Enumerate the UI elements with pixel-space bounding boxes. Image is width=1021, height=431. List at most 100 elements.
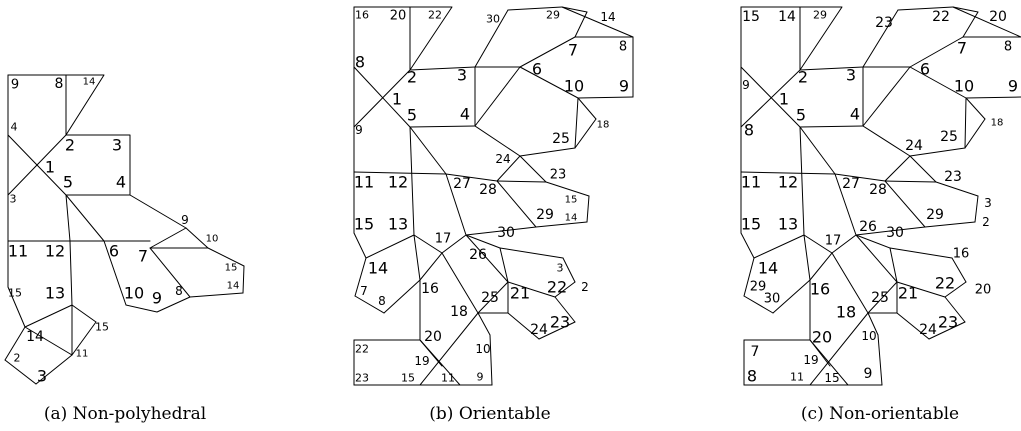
panel-b-face-label: 12 (388, 173, 408, 192)
panel-b-face-label: 18 (597, 120, 610, 131)
panel-a-face-label: 8 (175, 284, 183, 298)
panel-c-face-label: 9 (742, 78, 750, 92)
panel-a-face-label: 6 (109, 242, 119, 261)
panel-c-face-label: 29 (750, 280, 767, 295)
panel-b-face-label: 30 (486, 13, 500, 26)
panel-c-face-label: 2 (982, 215, 990, 229)
panel-b-face-label: 17 (435, 232, 452, 247)
panel-c-face-label: 23 (944, 169, 962, 185)
panel-c-face-label: 8 (1004, 40, 1012, 55)
panel-b-face-label: 23 (550, 313, 570, 332)
panel-c-face-label: 24 (919, 322, 937, 338)
panel-b-edges (353, 6, 634, 386)
panel-c-face-label: 17 (825, 234, 842, 249)
panel-c-face-label: 28 (869, 182, 887, 198)
panel-b-face-label: 23 (550, 168, 567, 183)
panel-c-face-label: 10 (954, 77, 974, 96)
panel-a-face-label: 15 (225, 263, 238, 274)
panel-c-face-label: 7 (957, 39, 967, 58)
panel-b-face-label: 16 (355, 9, 369, 22)
panel-a-face-label: 11 (76, 349, 89, 360)
panel-a-face-label: 3 (112, 136, 122, 155)
panel-c-face-label: 16 (953, 247, 970, 262)
panel-a-face-label: 10 (124, 284, 144, 303)
panel-b-face-label: 21 (510, 284, 530, 303)
panel-b-face-label: 3 (457, 66, 467, 85)
panel-a-face-label: 9 (11, 78, 19, 93)
panel-c-face-label: 20 (975, 283, 992, 298)
panel-b-face-label: 22 (428, 9, 442, 22)
panel-a-face-label: 9 (152, 289, 162, 308)
panel-c-face-label: 13 (778, 215, 798, 234)
panel-c-face-label: 3 (984, 196, 992, 210)
panel-a-face-label: 14 (227, 281, 240, 292)
panel-c-face-label: 7 (751, 344, 760, 360)
panel-b-face-label: 15 (401, 372, 415, 385)
panel-b-face-label: 10 (564, 77, 584, 96)
panel-a-face-label: 7 (138, 247, 148, 266)
panel-a-face-label: 11 (8, 242, 28, 261)
panel-b-face-label: 15 (354, 215, 374, 234)
panel-c-face-label: 16 (810, 280, 830, 299)
panel-a-face-label: 4 (11, 121, 18, 134)
panel-c-face-label: 9 (1008, 77, 1018, 96)
panel-b-face-label: 29 (546, 9, 560, 22)
panel-b-face-label: 7 (360, 284, 368, 298)
panel-b-face-label: 16 (421, 281, 439, 297)
panel-b-face-label: 24 (530, 322, 548, 338)
panel-a-face-label: 3 (37, 367, 47, 386)
panel-c-face-label: 29 (813, 9, 827, 22)
panel-a-face-label: 14 (83, 77, 96, 88)
panel-c-edges (740, 6, 1021, 386)
panel-b-face-label: 25 (552, 131, 570, 147)
panel-b-face-label: 20 (424, 329, 442, 345)
panel-b-face-label: 29 (536, 207, 554, 223)
panel-b-face-label: 1 (392, 90, 402, 109)
panel-b-face-label: 6 (532, 60, 542, 79)
panel-c-face-label: 12 (778, 173, 798, 192)
panel-c-face-label: 5 (796, 106, 806, 125)
panel-a-edges (4, 74, 245, 385)
panel-c-face-label: 20 (989, 9, 1007, 25)
panel-b-face-label: 25 (481, 290, 499, 306)
panel-b-face-label: 24 (495, 152, 510, 166)
caption-panel-a: (a) Non-polyhedral (44, 404, 206, 424)
panel-a-face-label: 14 (26, 329, 44, 345)
panel-b-face-label: 8 (355, 53, 365, 72)
panel-b-face-label: 9 (355, 123, 363, 137)
panel-b-face-label: 26 (469, 247, 487, 263)
panel-c-face-label: 15 (741, 215, 761, 234)
panel-c-face-label: 14 (758, 259, 778, 278)
panel-a-face-label: 2 (14, 352, 21, 365)
panel-c-face-label: 22 (932, 9, 950, 25)
panel-b-face-label: 14 (600, 10, 615, 24)
panel-a-face-label: 15 (8, 287, 22, 300)
panel-a-face-label: 2 (65, 136, 75, 155)
panel-b-face-label: 9 (477, 371, 484, 384)
panel-b-face-label: 30 (497, 225, 515, 241)
panel-c-face-label: 18 (991, 118, 1004, 129)
panel-a-face-label: 10 (206, 234, 219, 245)
panel-c-face-label: 8 (744, 121, 754, 140)
panel-c-face-label: 15 (824, 371, 839, 385)
panel-c-face-label: 15 (742, 9, 760, 25)
panel-b-face-label: 9 (619, 77, 629, 96)
panel-b-face-label: 13 (388, 215, 408, 234)
panel-b-face-label: 14 (368, 259, 388, 278)
caption-panel-b: (b) Orientable (429, 404, 550, 424)
caption-panel-c: (c) Non-orientable (801, 404, 959, 424)
panel-c-face-label: 6 (920, 60, 930, 79)
panel-a-face-label: 13 (45, 284, 65, 303)
panel-c-face-label: 11 (790, 371, 804, 384)
panel-c-face-label: 4 (850, 105, 860, 124)
panel-c-face-label: 25 (940, 129, 958, 145)
panel-b-face-label: 10 (475, 342, 490, 356)
panel-c-face-label: 24 (905, 138, 923, 154)
panel-b-face-label: 23 (355, 372, 369, 385)
panel-b-face-label: 22 (547, 278, 567, 297)
panel-c-face-label: 30 (764, 292, 781, 307)
panel-b-face-label: 2 (407, 68, 417, 87)
panel-b-face-label: 4 (460, 105, 470, 124)
